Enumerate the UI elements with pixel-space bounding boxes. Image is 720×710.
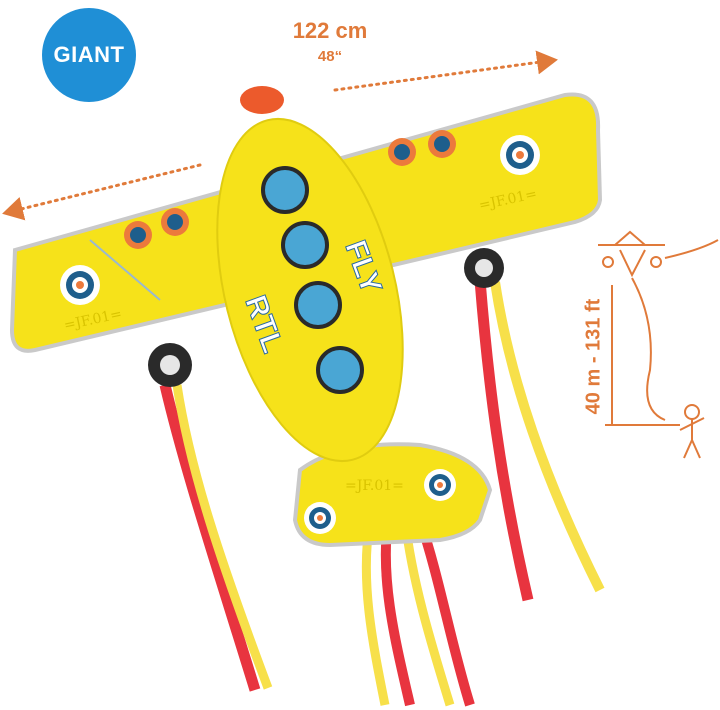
width-arrow-left: [2, 163, 202, 221]
width-arrow-right: [333, 50, 558, 92]
giant-badge-label: GIANT: [53, 42, 125, 67]
giant-badge: GIANT: [42, 8, 136, 102]
width-cm-label: 122 cm: [292, 18, 368, 43]
roundels: [60, 130, 540, 534]
width-inch-label: 48“: [317, 48, 343, 65]
wheel-right: [464, 248, 504, 288]
wheel-left: [148, 343, 192, 387]
tail-text: =JF.01=: [345, 478, 404, 494]
nose-cap: [240, 86, 284, 114]
portholes: [261, 166, 364, 394]
height-indicator-figure: [598, 230, 719, 459]
